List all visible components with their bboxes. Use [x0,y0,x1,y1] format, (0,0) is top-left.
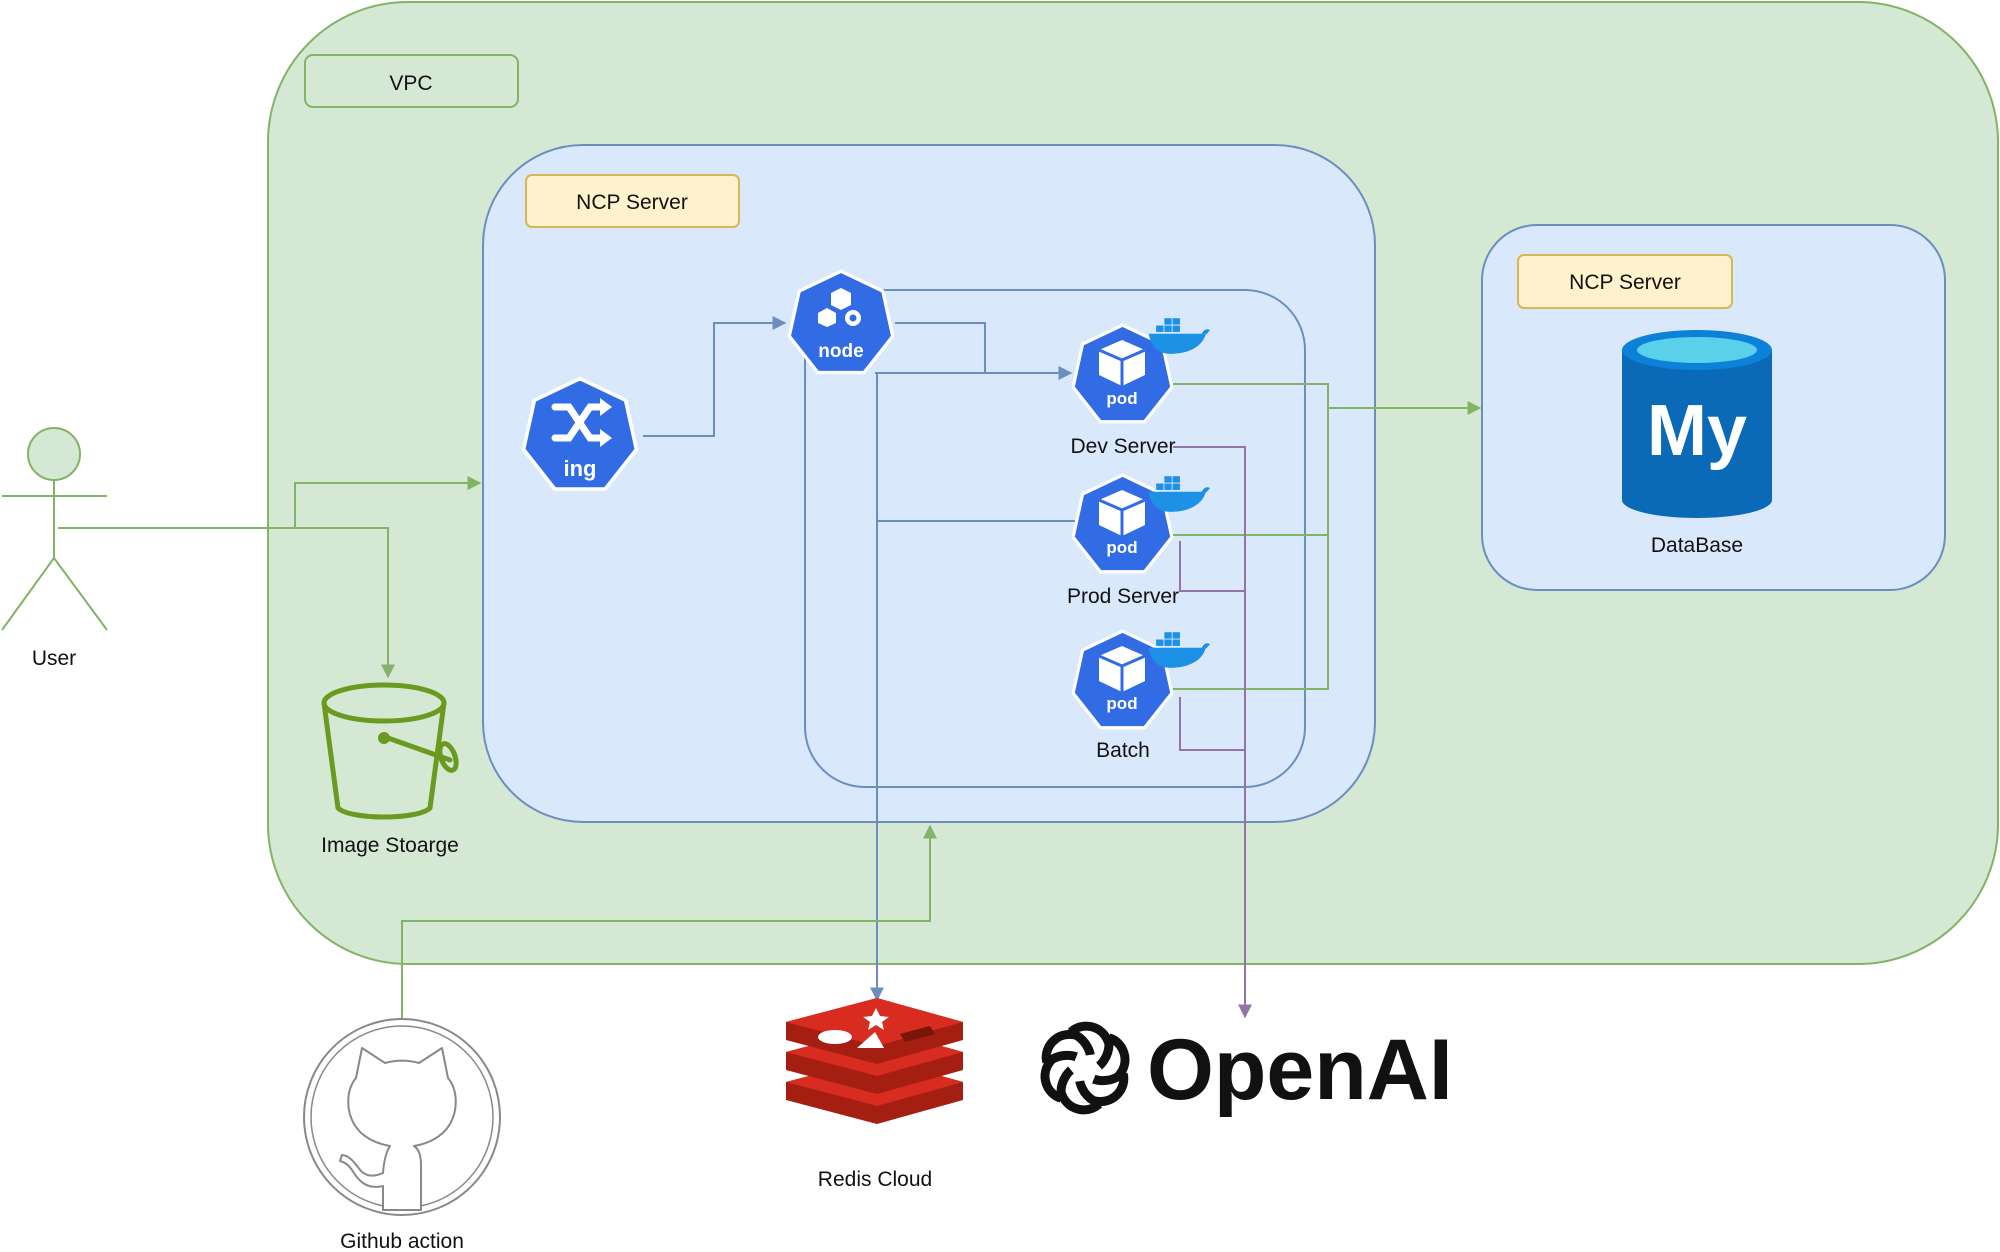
github-to-server-connector [401,824,937,1020]
openai-wordmark: OpenAI [1147,1022,1453,1118]
node-icon [787,269,895,375]
ingress-to-node-connector [643,316,787,437]
prod-server-label: Prod Server [1067,585,1179,608]
redis-label: Redis Cloud [818,1168,932,1191]
dev-server-label: Dev Server [1070,435,1175,458]
dev-pod-badge: pod [1106,389,1137,408]
cluster-container [804,289,1306,788]
prod-pod-badge: pod [1106,538,1137,557]
ingress-icon [521,376,639,491]
pod-icon [1071,323,1174,424]
ingress-badge: ing [564,456,597,481]
pod-icon [1071,473,1174,574]
user-label: User [32,647,76,670]
user-to-storage-connector [295,527,395,679]
ncp-app-server-label: NCP Server [576,191,688,214]
github-octocat-icon [303,1018,501,1216]
prod-pod-to-openai-connector [1179,541,1245,592]
pods-to-db-bus [1173,383,1329,690]
ncp-db-server-tag [1517,254,1733,309]
pods-to-openai-connector [1173,446,1252,1019]
node-to-dev-pod-connector [895,322,1073,380]
vpc-tag [304,54,519,108]
mysql-logo-text: My [1647,391,1747,471]
user-to-server-connector [58,476,482,529]
github-label: Github action [340,1230,464,1252]
batch-label: Batch [1096,739,1150,762]
ncp-app-server-tag [525,174,740,228]
batch-pod-to-openai-connector [1179,697,1245,751]
node-badge: node [818,341,863,362]
vpc-label: VPC [389,72,432,95]
openai-logo-icon [1040,1021,1130,1115]
redis-icon [786,998,963,1124]
bucket-icon [321,682,459,820]
database-label: DataBase [1651,534,1743,557]
batch-pod-badge: pod [1106,694,1137,713]
mysql-icon [1622,330,1772,518]
ncp-db-server-label: NCP Server [1569,271,1681,294]
pod-icon [1071,629,1174,730]
actor-icon [1,427,108,631]
image-storage-label: Image Stoarge [321,834,459,857]
